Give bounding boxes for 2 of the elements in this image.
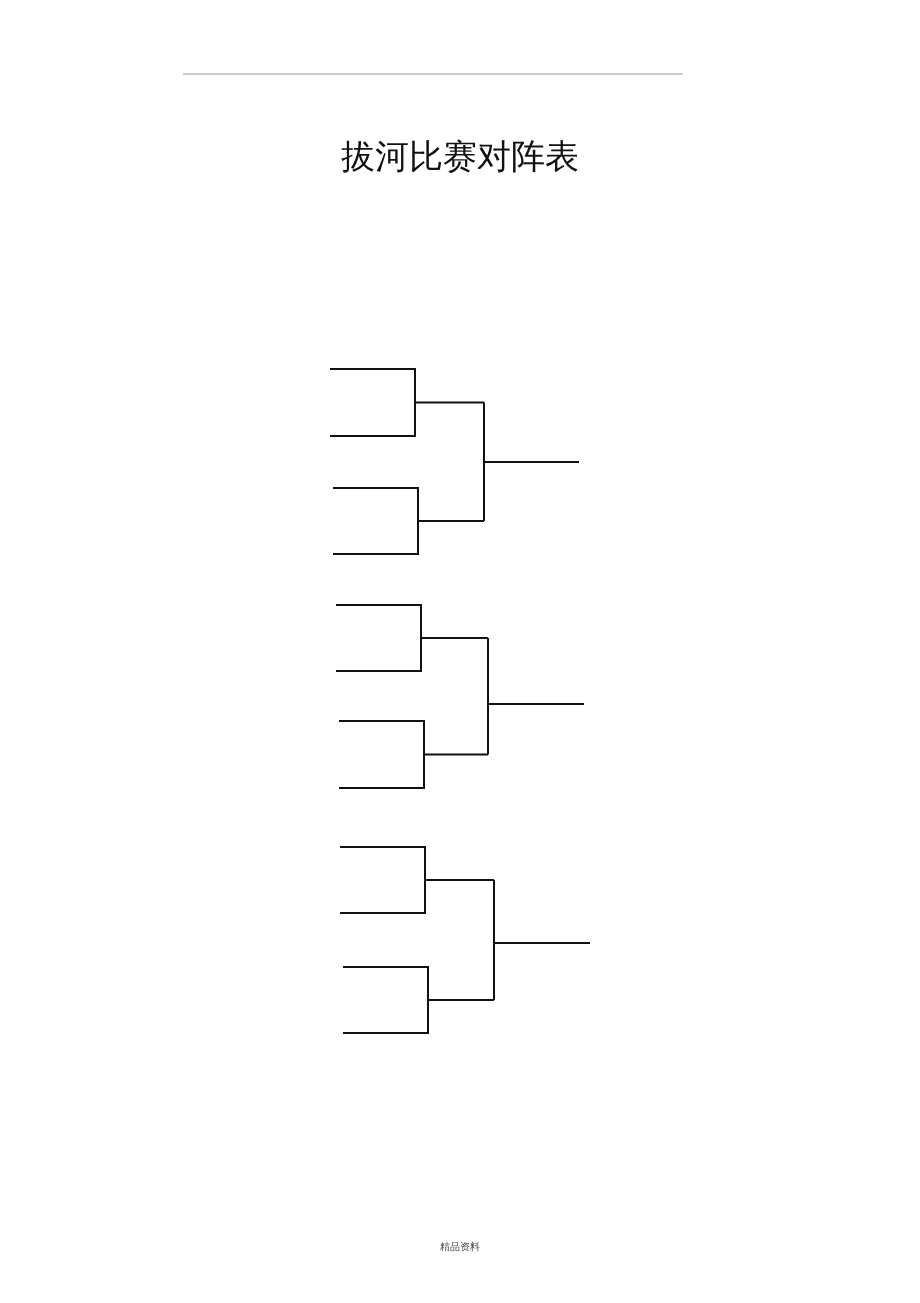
- title: 拔河比赛对阵表: [340, 135, 580, 178]
- footer-text: 精品资料: [439, 1240, 481, 1254]
